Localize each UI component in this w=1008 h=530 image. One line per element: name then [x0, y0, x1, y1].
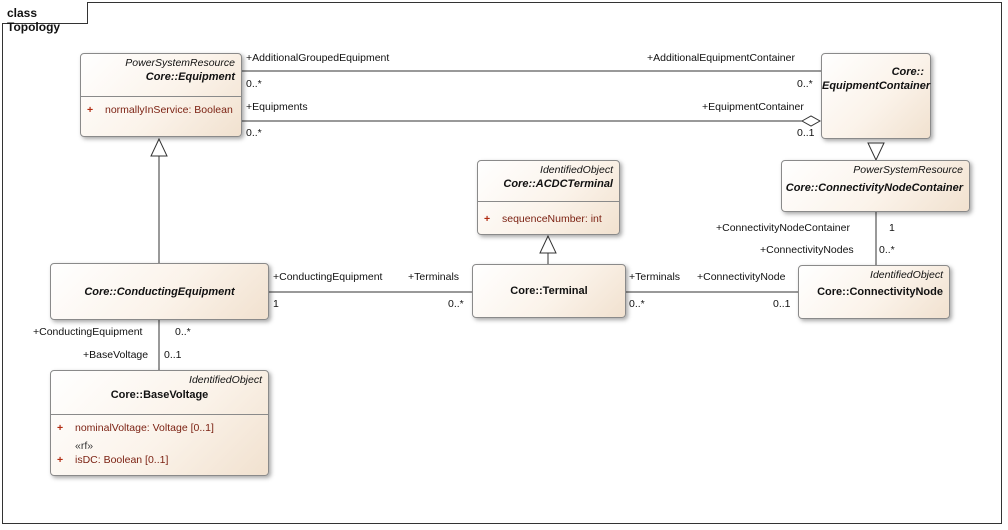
multiplicity-label: 0..*	[246, 127, 262, 139]
diagram-frame	[2, 2, 1002, 524]
class-name: Core::ConnectivityNode	[817, 286, 943, 298]
role-label: +EquipmentContainer	[702, 101, 804, 113]
attribute-stereotype: «rf»	[75, 440, 94, 452]
frame-title: class Topology	[2, 2, 88, 34]
role-label: +ConductingEquipment	[33, 326, 143, 338]
class-conducting-equipment[interactable]: Core::ConductingEquipment	[50, 263, 269, 320]
attribute-compartment: +nominalVoltage: Voltage [0..1] «rf» +is…	[51, 414, 268, 467]
stereotype-label: PowerSystemResource	[853, 164, 963, 176]
multiplicity-label: 0..*	[797, 78, 813, 90]
attribute-row: +sequenceNumber: int	[484, 213, 602, 225]
class-name: Core::ConnectivityNodeContainer	[785, 182, 963, 194]
role-label: +ConnectivityNodeContainer	[716, 222, 850, 234]
multiplicity-label: 0..1	[797, 127, 815, 139]
class-name-line-2: EquipmentContainer	[822, 80, 931, 92]
attribute-compartment: +normallyInService: Boolean	[81, 96, 241, 117]
multiplicity-label: 1	[889, 222, 895, 234]
attribute-row: +nominalVoltage: Voltage [0..1]	[57, 422, 214, 434]
role-label: +AdditionalEquipmentContainer	[647, 52, 795, 64]
stereotype-label: IdentifiedObject	[189, 374, 262, 386]
generalization-arrow	[539, 234, 557, 254]
class-name: Core::ConductingEquipment	[84, 285, 235, 298]
multiplicity-label: 0..*	[246, 78, 262, 90]
role-label: +ConductingEquipment	[273, 271, 383, 283]
class-name-line-1: Core::	[891, 66, 924, 78]
multiplicity-label: 0..*	[175, 326, 191, 338]
multiplicity-label: 0..*	[879, 244, 895, 256]
class-connectivity-node-container[interactable]: PowerSystemResource Core::ConnectivityNo…	[781, 160, 970, 212]
class-acdc-terminal[interactable]: IdentifiedObject Core::ACDCTerminal +seq…	[477, 160, 620, 235]
class-terminal[interactable]: Core::Terminal	[472, 264, 626, 318]
role-label: +ConnectivityNodes	[760, 244, 854, 256]
class-connectivity-node[interactable]: IdentifiedObject Core::ConnectivityNode	[798, 265, 950, 319]
multiplicity-label: 0..*	[448, 298, 464, 310]
aggregation-diamond	[800, 115, 822, 127]
class-name: Core::Equipment	[145, 71, 235, 83]
role-label: +ConnectivityNode	[697, 271, 786, 283]
multiplicity-label: 0..1	[773, 298, 791, 310]
generalization-arrow	[150, 137, 168, 157]
class-name: Core::ACDCTerminal	[503, 178, 613, 190]
multiplicity-label: 1	[273, 298, 279, 310]
role-label: +AdditionalGroupedEquipment	[246, 52, 390, 64]
generalization-arrow	[867, 142, 885, 162]
stereotype-label: PowerSystemResource	[125, 57, 235, 69]
role-label: +Terminals	[408, 271, 460, 283]
role-label: +Terminals	[629, 271, 681, 283]
role-label: +Equipments	[246, 101, 308, 113]
stereotype-label: IdentifiedObject	[540, 164, 613, 176]
attribute-row: +isDC: Boolean [0..1]	[57, 454, 169, 466]
multiplicity-label: 0..*	[629, 298, 645, 310]
class-name: Core::Terminal	[510, 285, 588, 297]
multiplicity-label: 0..1	[164, 349, 182, 361]
stereotype-label: IdentifiedObject	[870, 269, 943, 281]
class-name: Core::BaseVoltage	[110, 389, 209, 401]
attribute-row: +normallyInService: Boolean	[87, 104, 233, 116]
attribute-compartment: +sequenceNumber: int	[478, 201, 619, 226]
role-label: +BaseVoltage	[83, 349, 149, 361]
class-equipment[interactable]: PowerSystemResource Core::Equipment +nor…	[80, 53, 242, 137]
class-equipment-container[interactable]: Core:: EquipmentContainer	[821, 53, 931, 139]
class-base-voltage[interactable]: IdentifiedObject Core::BaseVoltage +nomi…	[50, 370, 269, 476]
